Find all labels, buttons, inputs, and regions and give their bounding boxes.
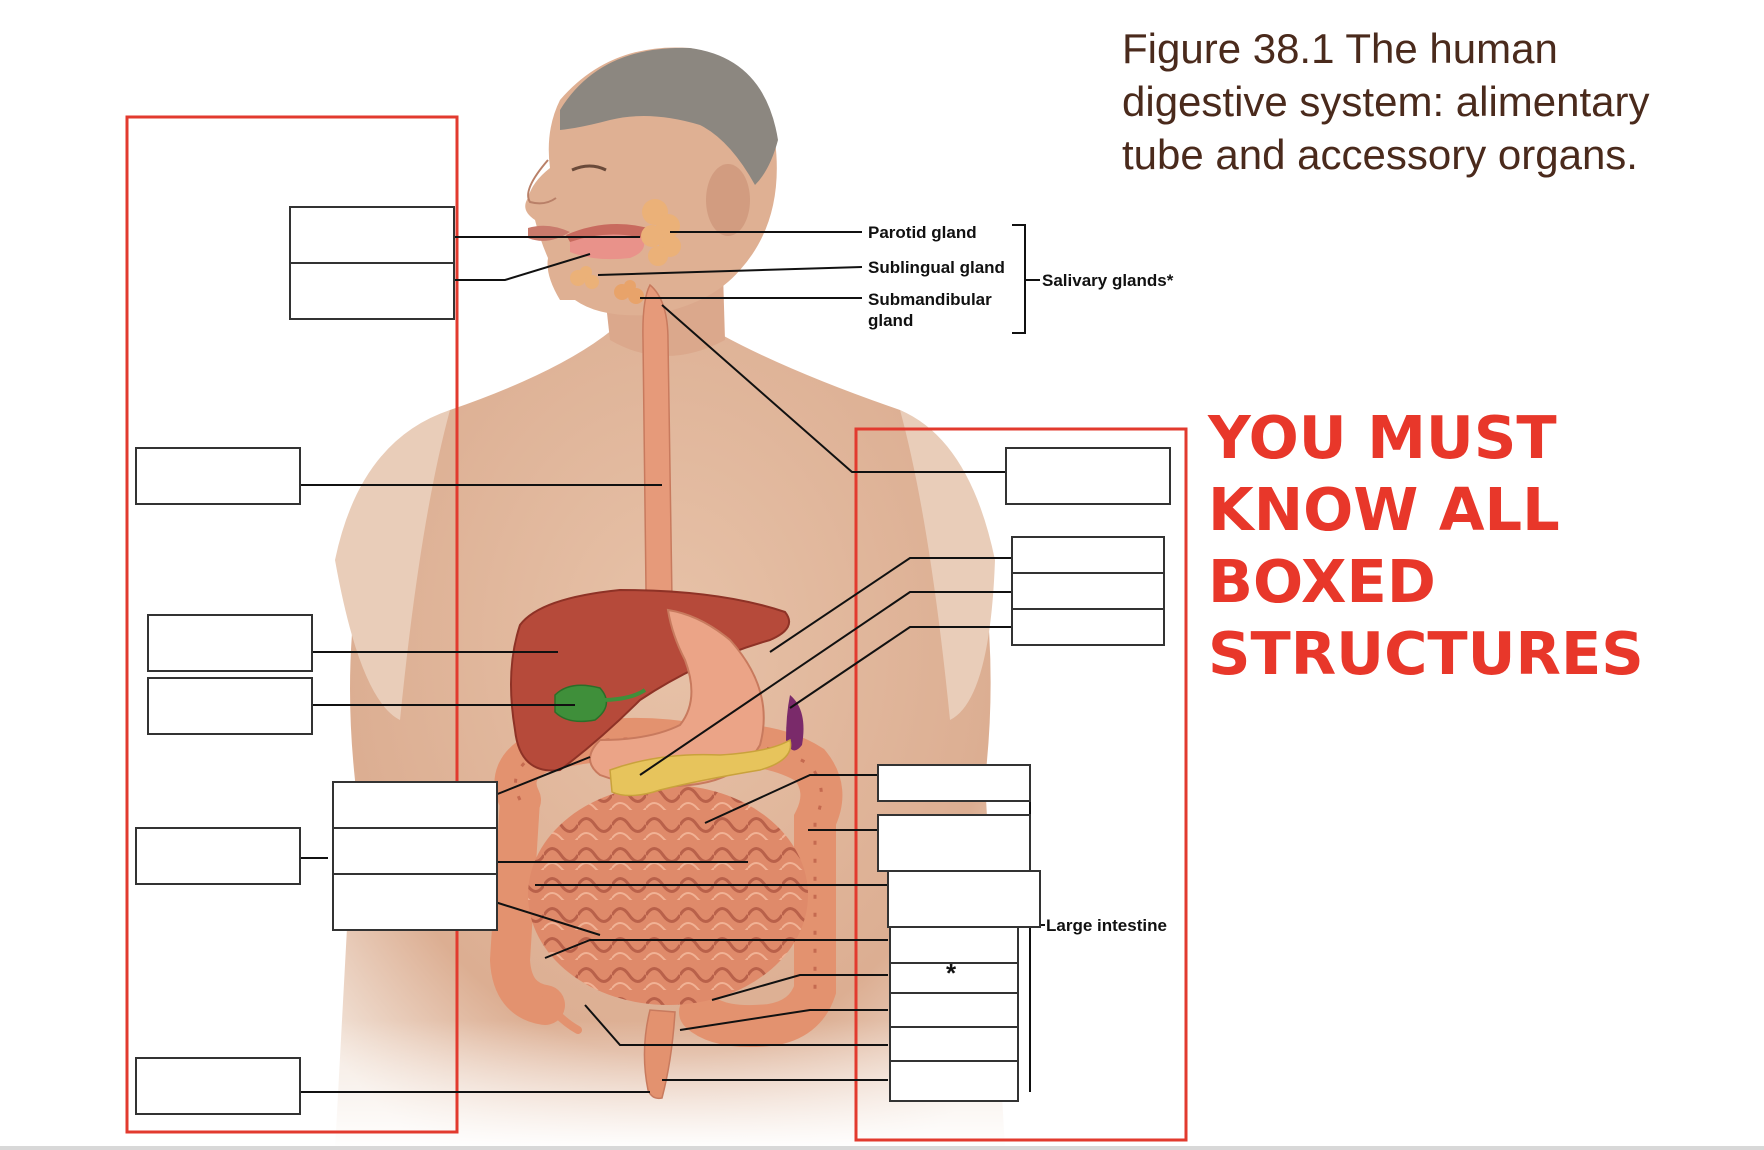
label-submandibular-2: gland: [868, 311, 913, 330]
blank-box-pharynx[interactable]: [1005, 447, 1171, 505]
blank-box-sigmoid-colon[interactable]: [889, 992, 1019, 1028]
blank-box-small-intestine[interactable]: [135, 827, 301, 885]
ear: [706, 164, 750, 236]
ascending-colon-shape: [489, 780, 565, 1025]
blank-boxes: [135, 206, 1171, 1115]
right-label-frame: [854, 427, 1188, 1142]
caption-line-1: Figure 38.1 The human: [1122, 25, 1558, 72]
oral-cavity: [566, 224, 655, 242]
blank-box-duodenum[interactable]: [332, 781, 498, 829]
label-asterisk: *: [946, 958, 957, 988]
leader-lines: [300, 224, 1045, 1093]
blank-box-cecum[interactable]: [889, 926, 1019, 964]
bottom-divider: [0, 1146, 1764, 1150]
eye: [571, 164, 607, 172]
submandibular-gland-shape: [614, 280, 644, 304]
blank-box-spleen[interactable]: [1011, 608, 1165, 646]
appendix-shape: [541, 996, 582, 1034]
rectum-shape: [643, 1009, 676, 1100]
blank-box-appendix[interactable]: [889, 962, 1019, 994]
label-salivary: Salivary glands*: [1042, 271, 1174, 290]
blank-box-mouth-2[interactable]: [289, 262, 455, 320]
blank-box-descending-colon[interactable]: [877, 814, 1031, 872]
notice-line-3: BOXED: [1208, 547, 1436, 616]
blank-box-transverse-colon[interactable]: [877, 764, 1031, 802]
blank-box-ileum[interactable]: [332, 873, 498, 931]
small-intestine-shape: [528, 785, 808, 1005]
notice-line-2: KNOW ALL: [1208, 475, 1560, 544]
blank-box-gallbladder[interactable]: [147, 677, 313, 735]
gallbladder-shape: [554, 684, 608, 723]
label-submandibular-1: Submandibular: [868, 290, 992, 309]
shoulder-right: [900, 410, 995, 720]
printed-labels: Parotid gland Sublingual gland Submandib…: [868, 223, 1174, 988]
shoulder-left: [335, 410, 450, 720]
blank-box-anus[interactable]: [135, 1057, 301, 1115]
left-label-frame: [125, 115, 459, 1134]
hair: [560, 47, 778, 185]
blank-box-jejunum[interactable]: [332, 827, 498, 875]
blank-box-esophagus[interactable]: [135, 447, 301, 505]
caption-line-2: digestive system: alimentary: [1122, 78, 1650, 125]
sublingual-gland-shape: [570, 266, 599, 289]
caption-line-3: tube and accessory organs.: [1122, 131, 1638, 178]
figure-caption: Figure 38.1 The human digestive system: …: [1122, 22, 1722, 181]
notice-line-1: YOU MUST: [1208, 403, 1557, 472]
notice-text: YOU MUST KNOW ALL BOXED STRUCTURES: [1208, 402, 1728, 690]
esophagus-shape: [642, 283, 673, 626]
label-parotid: Parotid gland: [868, 223, 977, 242]
blank-box-ascending-colon[interactable]: [887, 870, 1041, 928]
spleen-shape: [786, 695, 804, 751]
nose: [527, 159, 557, 205]
notice-line-4: STRUCTURES: [1208, 619, 1644, 688]
blank-box-liver[interactable]: [147, 614, 313, 672]
label-sublingual: Sublingual gland: [868, 258, 1005, 277]
blank-box-rectum[interactable]: [889, 1026, 1019, 1062]
bile-duct-shape: [599, 688, 647, 702]
blank-box-pancreas[interactable]: [1011, 572, 1165, 610]
abdominal-organs: [489, 588, 843, 1100]
pancreas-shape: [609, 738, 792, 797]
blank-box-mouth-1[interactable]: [289, 206, 455, 264]
blank-box-stomach[interactable]: [1011, 536, 1165, 574]
label-large-intestine: Large intestine: [1046, 916, 1167, 935]
blank-box-anal-canal[interactable]: [889, 1060, 1019, 1102]
